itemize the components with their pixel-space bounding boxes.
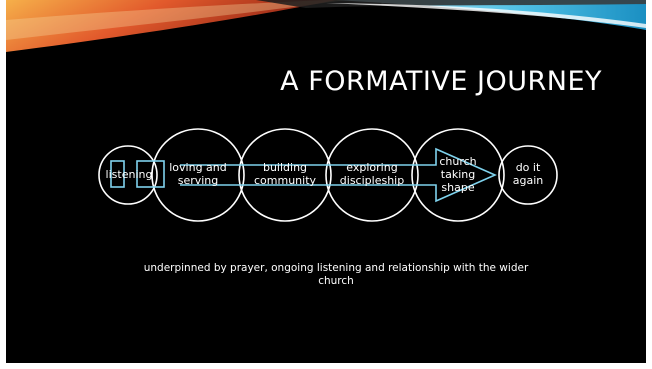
step-label-loving-and-serving: loving and serving (169, 161, 227, 187)
step-label-exploring-discipleship: exploring discipleship (339, 161, 405, 187)
circle-building-community (238, 128, 332, 222)
circle-do-it-again (498, 145, 558, 205)
footer-note: underpinned by prayer, ongoing listening… (143, 262, 529, 287)
banner-blue-band (336, 0, 646, 30)
step-label-do-it-again: do it again (512, 161, 544, 187)
circle-listening (98, 145, 158, 205)
step-label-listening: listening (105, 168, 153, 181)
circle-exploring-discipleship (325, 128, 419, 222)
decorative-banner (6, 0, 646, 52)
step-label-church-taking-shape: church taking shape (439, 155, 477, 194)
slide-title: A FORMATIVE JOURNEY (280, 66, 602, 97)
journey-diagram (98, 128, 558, 222)
connector-box-2 (136, 160, 165, 188)
banner-dark-band (256, 0, 646, 8)
banner-light-band (6, 0, 346, 40)
circle-loving-and-serving (151, 128, 245, 222)
journey-arrow (180, 147, 497, 203)
connector-box-1 (110, 160, 125, 188)
slide-background: A FORMATIVE JOURNEY listening loving and… (6, 0, 646, 363)
circle-church-taking-shape (411, 128, 505, 222)
step-label-building-community: building community (253, 161, 317, 187)
banner-orange-band (6, 0, 336, 52)
